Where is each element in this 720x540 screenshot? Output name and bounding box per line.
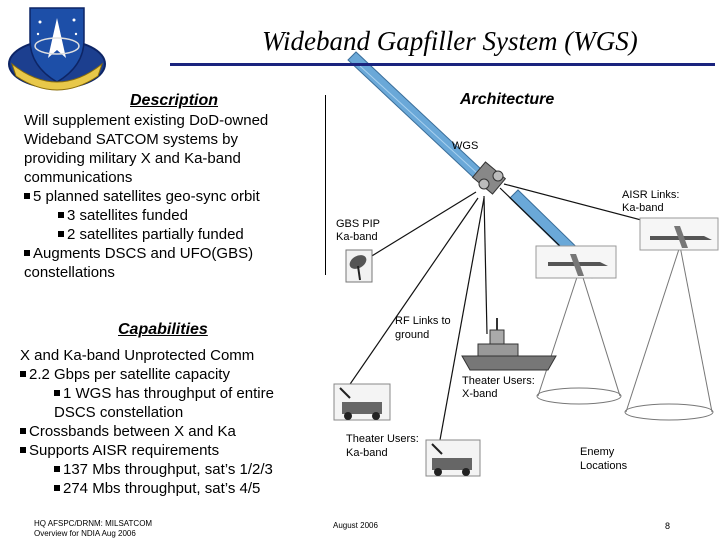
bullet-icon: [20, 428, 26, 434]
aircraft-beams: [536, 245, 714, 421]
enemy-label-line2: Locations: [580, 460, 628, 472]
theater-ka-label-line2: Ka-band: [346, 447, 388, 459]
description-line: providing military X and Ka-band: [24, 149, 268, 168]
footer-org-line2: Overview for NDIA Aug 2006: [34, 529, 136, 538]
theater-x-label-line2: X-band: [462, 388, 498, 400]
capabilities-line-text: 1 WGS has throughput of entire: [63, 385, 274, 402]
bullet-icon: [54, 390, 60, 396]
aisr-aircraft-right: [639, 217, 719, 251]
capabilities-line: 274 Mbs throughput, sat’s 4/5: [20, 479, 274, 498]
description-line-text: 3 satellites funded: [67, 207, 188, 224]
page-number: 8: [665, 521, 671, 531]
bullet-icon: [24, 193, 30, 199]
aisr-label-line2: Ka-band: [622, 202, 664, 214]
description-line-text: Will supplement existing DoD-owned: [24, 112, 269, 129]
theater-x-label-line1: Theater Users:: [462, 375, 535, 387]
capabilities-line-text: DSCS constellation: [54, 404, 184, 421]
description-line: 5 planned satellites geo-sync orbit: [24, 187, 268, 206]
wgs-satellite: [347, 51, 601, 279]
aisr-aircraft-left: [535, 245, 617, 279]
capabilities-line: DSCS constellation: [20, 403, 274, 422]
rf-label-line1: RF Links to: [395, 315, 451, 327]
description-line-text: 5 planned satellites geo-sync orbit: [33, 188, 260, 205]
link-aircraft-right: [503, 183, 665, 227]
bullet-icon: [54, 485, 60, 491]
link-vehicle-lower: [439, 197, 485, 441]
description-line-text: Wideband SATCOM systems by: [24, 131, 238, 148]
bullet-icon: [24, 250, 30, 256]
capabilities-line: X and Ka-band Unprotected Comm: [20, 346, 274, 365]
bullet-icon: [54, 466, 60, 472]
slide-title: Wideband Gapfiller System (WGS): [262, 26, 638, 56]
link-vehicle-upper: [345, 197, 479, 391]
gbs-label-line2: Ka-band: [336, 231, 378, 243]
description-line: Will supplement existing DoD-owned: [24, 111, 268, 130]
capabilities-line-text: Crossbands between X and Ka: [29, 423, 236, 440]
description-line: 3 satellites funded: [24, 206, 268, 225]
gbs-label-line1: GBS PIP: [336, 218, 381, 230]
description-line: Wideband SATCOM systems by: [24, 130, 268, 149]
footer-org: HQ AFSPC/DRNM: MILSATCOM Overview for ND…: [34, 519, 152, 539]
bullet-icon: [20, 447, 26, 453]
description-line: communications: [24, 168, 268, 187]
architecture-heading: Architecture: [460, 91, 555, 108]
description-line-text: constellations: [24, 264, 115, 281]
capabilities-line: 2.2 Gbps per satellite capacity: [20, 365, 274, 384]
capabilities-line-text: 137 Mbs throughput, sat’s 1/2/3: [63, 461, 273, 478]
link-lines: [345, 183, 665, 441]
wgs-label: WGS: [452, 140, 479, 152]
title-rule: [170, 63, 715, 66]
enemy-label-line1: Enemy: [580, 446, 615, 458]
theater-vehicle-lower: [425, 439, 481, 477]
gbs-antenna-icon: [345, 249, 373, 283]
navy-ship: [461, 318, 557, 371]
capabilities-line-text: 274 Mbs throughput, sat’s 4/5: [63, 480, 261, 497]
link-gbs: [361, 191, 477, 263]
capabilities-heading: Capabilities: [118, 321, 208, 338]
capabilities-line-text: X and Ka-band Unprotected Comm: [20, 347, 255, 364]
capabilities-line-text: 2.2 Gbps per satellite capacity: [29, 366, 230, 383]
description-line-text: 2 satellites partially funded: [67, 226, 244, 243]
description-line-text: providing military X and Ka-band: [24, 150, 241, 167]
description-line: 2 satellites partially funded: [24, 225, 268, 244]
capabilities-body: X and Ka-band Unprotected Comm 2.2 Gbps p…: [20, 346, 274, 498]
bullet-icon: [58, 212, 64, 218]
bullet-icon: [58, 231, 64, 237]
bullet-icon: [20, 371, 26, 377]
footer-date: August 2006: [333, 521, 378, 530]
capabilities-line: Crossbands between X and Ka: [20, 422, 274, 441]
link-aircraft-left: [499, 187, 561, 247]
afspc-logo: [8, 7, 106, 91]
section-divider: [325, 95, 326, 275]
capabilities-line: 1 WGS has throughput of entire: [20, 384, 274, 403]
link-ship: [483, 195, 488, 335]
description-line: Augments DSCS and UFO(GBS): [24, 244, 268, 263]
capabilities-line-text: Supports AISR requirements: [29, 442, 220, 459]
description-line-text: Augments DSCS and UFO(GBS): [33, 245, 254, 262]
rf-label-line2: ground: [395, 329, 430, 341]
footer-org-line1: HQ AFSPC/DRNM: MILSATCOM: [34, 519, 153, 528]
description-heading: Description: [130, 92, 219, 109]
theater-ka-label-line1: Theater Users:: [346, 433, 419, 445]
capabilities-line: 137 Mbs throughput, sat’s 1/2/3: [20, 460, 274, 479]
description-line-text: communications: [24, 169, 133, 186]
aisr-label-line1: AISR Links:: [622, 189, 680, 201]
capabilities-line: Supports AISR requirements: [20, 441, 274, 460]
theater-vehicle-upper: [333, 383, 391, 421]
description-line: constellations: [24, 263, 268, 282]
